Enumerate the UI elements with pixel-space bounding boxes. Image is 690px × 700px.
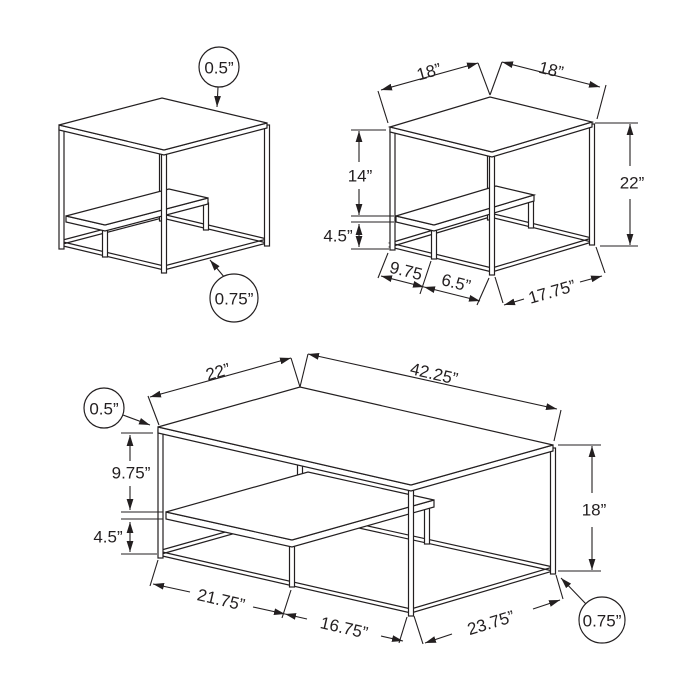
right-leg: [588, 123, 596, 246]
dim-shelf-to-leg-gap: 16.75”: [284, 613, 408, 644]
callout-bubble: [198, 46, 240, 88]
right-leg: [549, 447, 557, 575]
callout-leader-arrow: [209, 259, 226, 279]
dimension-line: [149, 357, 292, 398]
shelf-front-leg: [101, 228, 109, 258]
tabletop-surface: [58, 97, 268, 151]
dim-overall-height: 18”: [558, 444, 607, 572]
extension-line: [595, 246, 606, 274]
dim-open-height: 9.75”: [112, 432, 163, 513]
shelf-front-leg: [288, 545, 296, 588]
dim-label: 18”: [537, 58, 566, 82]
callout-leader-arrow: [214, 86, 221, 108]
tabletop-surface: [387, 96, 595, 153]
callout-leader-arrow: [560, 577, 587, 605]
extension-line: [377, 90, 389, 124]
shelf-top: [165, 471, 435, 541]
dim-label: 22”: [620, 174, 645, 193]
callout-top-thickness: 0.5”: [198, 46, 240, 108]
dim-top-edge-right: 18”: [489, 58, 607, 120]
callout-top-thickness: 0.5”: [83, 387, 151, 429]
dimension-line: [380, 635, 404, 642]
v-tick: [299, 353, 309, 388]
callout-label: 0.5”: [204, 59, 234, 78]
dim-label: 9.75”: [112, 464, 151, 483]
coffee-table: 22” 42.25” 9.75” 4.5” 18”: [83, 353, 626, 645]
dimension-line: [307, 353, 558, 410]
dim-shelf-run: 21.75”: [149, 559, 292, 619]
dim-label: 9.75: [388, 258, 425, 284]
dimension-line: [501, 61, 601, 88]
dimension-line: [424, 633, 453, 644]
callout-label: 0.5”: [89, 400, 119, 419]
dim-label: 17.75”: [526, 276, 578, 308]
dim-open-height: 14”: [348, 129, 394, 217]
right-leg: [263, 124, 271, 247]
dim-label: 23.75”: [465, 607, 517, 639]
dim-label: 18”: [415, 59, 444, 84]
front-leg: [407, 487, 415, 617]
dimension-line: [423, 286, 481, 302]
v-tick: [477, 62, 491, 96]
left-leg: [58, 127, 65, 250]
tabletop-surface: [157, 386, 554, 486]
dimension-line: [503, 298, 525, 306]
dimension-line: [284, 613, 308, 620]
callout-label: 0.75”: [215, 290, 254, 309]
dim-label: 16.75”: [318, 613, 370, 642]
dimension-line: [380, 275, 425, 288]
dimension-line: [579, 275, 603, 283]
callout-bubble: [578, 596, 626, 644]
callout-bubble: [209, 273, 259, 323]
v-tick: [489, 61, 503, 96]
extension-line: [398, 616, 408, 644]
dimension-line: [152, 583, 191, 593]
callout-frame-thickness: 0.75”: [560, 577, 626, 644]
dim-shelf-section-height: 4.5”: [93, 518, 163, 555]
extension-line: [555, 574, 564, 600]
dim-label: 22”: [204, 359, 233, 384]
end-table-dimensioned: 18” 18” 14” 4.5” 22”: [323, 58, 644, 308]
dim-label: 18”: [582, 501, 607, 520]
callout-leader-arrow: [122, 414, 151, 426]
left-leg: [157, 429, 164, 559]
front-leg: [488, 153, 496, 276]
end-table-plain: 0.5” 0.75”: [58, 46, 271, 323]
shelf-top: [65, 188, 209, 226]
dim-overall-height: 22”: [595, 122, 645, 247]
extension-line: [413, 615, 424, 645]
extension-line: [377, 252, 389, 279]
front-leg: [160, 151, 168, 274]
shelf-top: [393, 185, 537, 226]
extension-line: [553, 409, 562, 442]
dim-shelf-section-height: 4.5”: [323, 221, 394, 250]
v-tick: [290, 357, 301, 388]
dim-shelf-run: 9.75: [377, 252, 432, 295]
callout-label: 0.75”: [583, 612, 622, 631]
callout-frame-thickness: 0.75”: [209, 259, 259, 323]
shelf-back-leg: [527, 200, 535, 229]
dim-base-depth: 17.75”: [494, 246, 606, 308]
extension-line: [147, 395, 160, 426]
callout-bubble: [83, 387, 125, 429]
dim-label: 42.25”: [408, 359, 460, 388]
dim-shelf-to-leg-gap: 6.5”: [423, 270, 490, 306]
shelf-front-leg: [430, 229, 438, 260]
left-leg: [389, 129, 396, 251]
shelf-back-leg: [202, 202, 210, 231]
shelf-back-leg: [423, 506, 431, 545]
extension-line: [149, 559, 159, 587]
dim-label: 21.75”: [195, 585, 247, 614]
dim-label: 4.5”: [93, 528, 123, 547]
dim-label: 14”: [348, 167, 373, 186]
extension-line: [419, 260, 432, 295]
dimension-line: [252, 606, 286, 615]
dim-base-depth: 23.75”: [413, 574, 564, 645]
dimension-line: [532, 599, 561, 610]
dimension-line: [380, 62, 479, 91]
extension-line: [596, 84, 607, 120]
extension-line: [494, 276, 504, 304]
dim-label: 4.5”: [323, 227, 353, 246]
